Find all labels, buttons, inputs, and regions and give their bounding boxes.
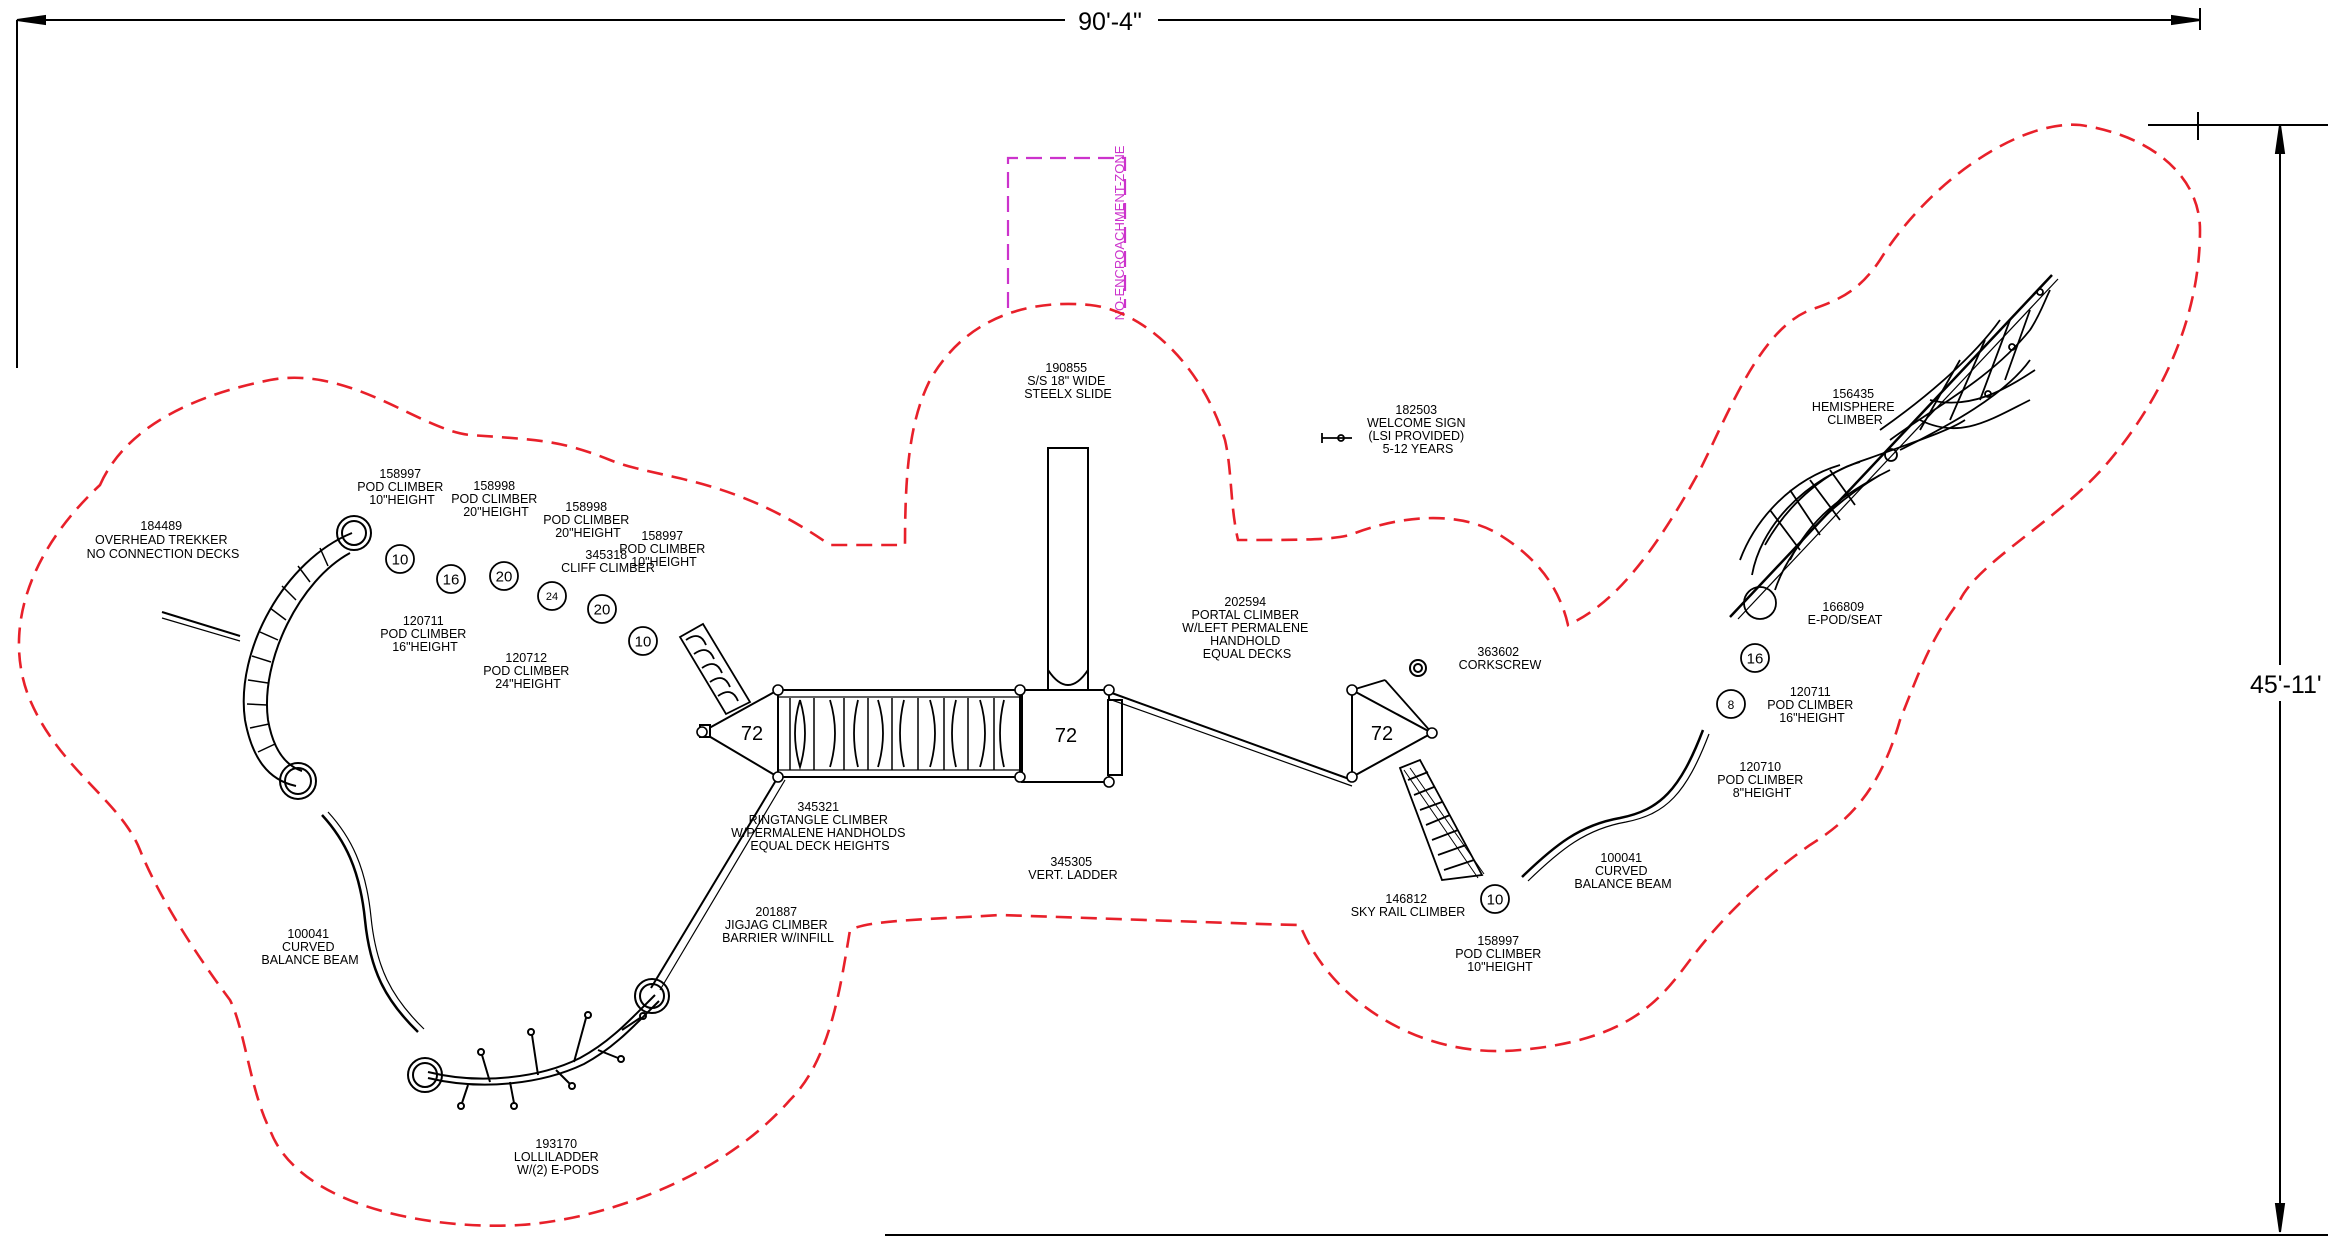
pod-marker-value: 16 — [443, 572, 460, 589]
welcome-sign — [1321, 433, 1352, 443]
jigjag-climber — [650, 776, 786, 991]
deck-height-left: 72 — [741, 723, 763, 745]
label-sky-rail: 146812 SKY RAIL CLIMBER — [1351, 892, 1466, 919]
label-cliff-climber: 345318 CLIFF CLIMBER — [561, 548, 655, 575]
component-labels: 184489 OVERHEAD TREKKER NO CONNECTION DE… — [87, 361, 1898, 1177]
ringtangle-climber — [777, 689, 1021, 778]
width-dimension — [16, 8, 2201, 368]
label-pod-158998: 158998 POD CLIMBER 20"HEIGHT — [451, 479, 541, 519]
pod-marker — [587, 594, 617, 624]
label-pod-120712: 120712 POD CLIMBER 24"HEIGHT — [483, 651, 573, 691]
label-pod-158997: 158997 POD CLIMBER 10"HEIGHT — [357, 467, 447, 507]
pod-marker-value: 10 — [392, 552, 409, 569]
overhead-trekker — [161, 515, 372, 800]
label-pod-158998: 158998 POD CLIMBER 20"HEIGHT — [543, 500, 633, 540]
steelx-slide — [1047, 447, 1089, 691]
balance-beam-left — [321, 814, 419, 1033]
pod-marker — [1480, 884, 1510, 914]
pod-marker — [628, 626, 658, 656]
pod-marker-value: 10 — [1487, 892, 1504, 909]
pod-marker-value: 24 — [546, 591, 558, 603]
balance-beam-right — [1521, 729, 1705, 878]
height-dimension-label: 45'-11' — [2250, 671, 2322, 699]
pod-marker — [489, 561, 519, 591]
height-dimension — [885, 112, 2328, 1236]
label-vert-ladder: 345305 VERT. LADDER — [1028, 855, 1117, 882]
pod-marker-value: 16 — [1747, 651, 1764, 668]
label-welcome-sign: 182503 WELCOME SIGN (LSI PROVIDED) 5-12 … — [1367, 403, 1469, 456]
deck-height-right: 72 — [1371, 723, 1393, 745]
height-markers — [385, 544, 1770, 914]
pod-marker-value: 20 — [496, 569, 513, 586]
lollipladder — [407, 978, 670, 1110]
hemisphere-climber — [1729, 274, 2059, 620]
label-pod-120711: 120711 POD CLIMBER 16"HEIGHT — [1767, 685, 1857, 725]
pod-marker-value: 8 — [1728, 698, 1735, 712]
width-dimension-label: 90'-4" — [1078, 8, 1142, 36]
label-pod-158997: 158997 POD CLIMBER 10"HEIGHT — [619, 529, 709, 569]
label-epod-seat: 166809 E-POD/SEAT — [1808, 600, 1883, 627]
label-pod-120711: 120711 POD CLIMBER 16"HEIGHT — [380, 614, 470, 654]
label-pod-120710: 120710 POD CLIMBER 8"HEIGHT — [1717, 760, 1807, 800]
label-jigjag: 201887 JIGJAG CLIMBER BARRIER W/INFILL — [722, 905, 834, 945]
label-balance-beam: 100041 CURVED BALANCE BEAM — [261, 927, 358, 967]
deck-labels: 72 72 72 — [741, 723, 1393, 747]
cliff-climber — [678, 622, 752, 716]
no-encroachment-zone: NO-ENCROACHMENT-ZONE — [1006, 145, 1127, 320]
deck-center — [1021, 689, 1110, 783]
pod-marker-value: 20 — [594, 602, 611, 619]
label-overhead-trekker: 184489 OVERHEAD TREKKER NO CONNECTION DE… — [87, 519, 240, 561]
sky-rail-climber — [1398, 758, 1485, 881]
pod-marker — [1716, 689, 1746, 719]
no-encroachment-label: NO-ENCROACHMENT-ZONE — [1112, 145, 1127, 320]
label-corkscrew: 363602 CORKSCREW — [1459, 645, 1542, 672]
height-marker-values: 10 16 20 24 20 10 16 8 10 — [392, 552, 1764, 909]
pod-marker — [385, 544, 415, 574]
label-pod-158997: 158997 POD CLIMBER 10"HEIGHT — [1455, 934, 1545, 974]
deck-right — [1351, 688, 1435, 779]
label-hemisphere: 156435 HEMISPHERE CLIMBER — [1812, 387, 1898, 427]
pod-marker — [537, 581, 567, 611]
deck-structure — [696, 447, 1438, 788]
pod-marker — [1740, 643, 1770, 673]
deck-height-center: 72 — [1055, 725, 1077, 747]
label-slide: 190855 S/S 18" WIDE STEELX SLIDE — [1024, 361, 1112, 401]
safety-zone-outline — [17, 123, 2202, 1227]
label-lollipladder: 193170 LOLLILADDER W/(2) E-PODS — [514, 1137, 602, 1177]
label-portal-climber: 202594 PORTAL CLIMBER W/LEFT PERMALENE H… — [1182, 595, 1312, 661]
pod-marker — [436, 564, 466, 594]
label-ringtangle: 345321 RINGTANGLE CLIMBER W/PERMALENE HA… — [731, 800, 909, 853]
pod-marker-value: 10 — [635, 634, 652, 651]
label-balance-beam: 100041 CURVED BALANCE BEAM — [1574, 851, 1671, 891]
